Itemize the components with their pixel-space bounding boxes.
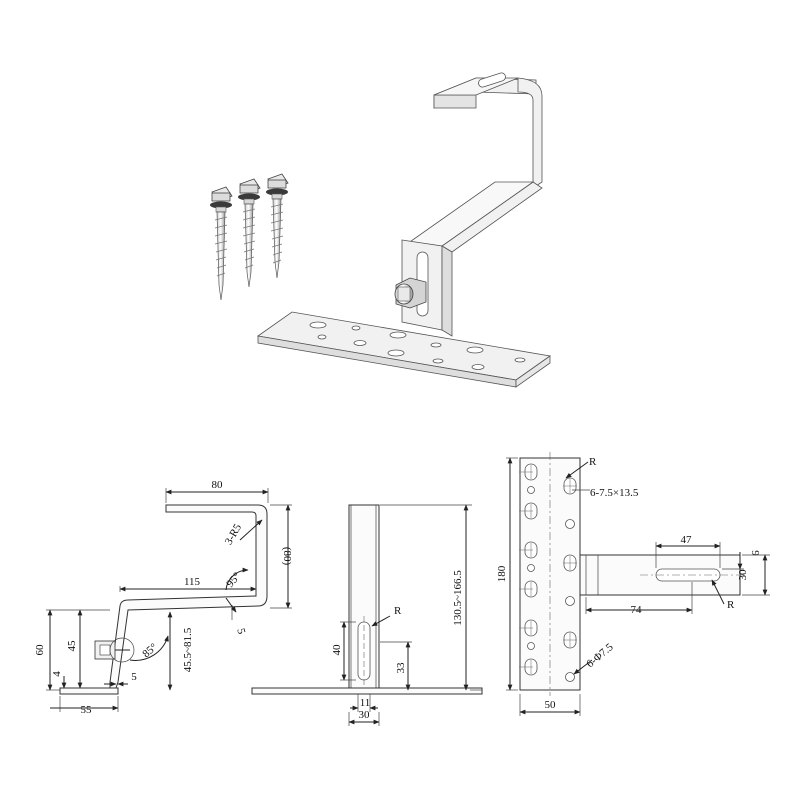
hook-bracket — [394, 72, 543, 337]
front-bracket-body — [348, 504, 380, 689]
label-arm-radius: R — [727, 599, 735, 611]
side-view: 80 3-R5 (80) 115 95° 5 85° 60 45 4 — [34, 479, 293, 716]
plan-view: R 6-7.5×13.5 180 6-Φ7.5 50 47 9 30 — [496, 452, 770, 716]
dim-hole-spec: 6-Φ7.5 — [584, 641, 616, 670]
screw-3 — [266, 173, 289, 279]
dim-width-30: 30 — [359, 709, 371, 721]
dim-base-length: 55 — [81, 704, 93, 716]
dim-angle-lower: 85° — [140, 641, 160, 660]
side-base-plate — [59, 687, 119, 695]
dim-arm-30: 30 — [737, 569, 749, 581]
dim-top-width: 80 — [212, 479, 224, 491]
dim-slot-11: 11 — [360, 697, 371, 709]
dim-arm-74: 74 — [631, 604, 643, 616]
dim-slot-40: 40 — [331, 644, 343, 656]
dim-slot-spec: 6-7.5×13.5 — [590, 487, 639, 499]
dim-left-height-45: 45 — [66, 640, 78, 652]
plan-round-holes — [527, 486, 575, 682]
base-plate — [256, 311, 552, 388]
dim-bend-radius: 3-R5 — [223, 522, 245, 547]
dim-base-4: 4 — [51, 671, 63, 677]
dim-right-height: (80) — [281, 547, 293, 566]
dim-horizontal-length: 115 — [184, 576, 201, 588]
dim-base-5: 5 — [131, 671, 137, 683]
dim-left-height-60: 60 — [34, 644, 46, 656]
dim-slot-33: 33 — [395, 662, 407, 674]
dim-adjust-range: 45.5~81.5 — [182, 627, 194, 672]
front-view: 130.5~166.5 R 40 33 11 30 — [251, 504, 483, 726]
dim-arm-9: 9 — [749, 550, 761, 556]
dim-plan-length: 180 — [496, 565, 508, 582]
dim-thickness: 5 — [234, 627, 247, 636]
label-front-radius: R — [394, 605, 402, 617]
screw-2 — [238, 178, 261, 288]
product-illustration — [210, 72, 552, 388]
dim-angle-upper: 95° — [224, 570, 243, 590]
screw-1 — [210, 186, 233, 301]
front-base-plate — [251, 687, 483, 695]
dim-total-height: 130.5~166.5 — [452, 570, 464, 626]
label-plan-radius: R — [589, 456, 597, 468]
dim-plan-width: 50 — [545, 699, 557, 711]
dim-arm-47: 47 — [681, 534, 693, 546]
